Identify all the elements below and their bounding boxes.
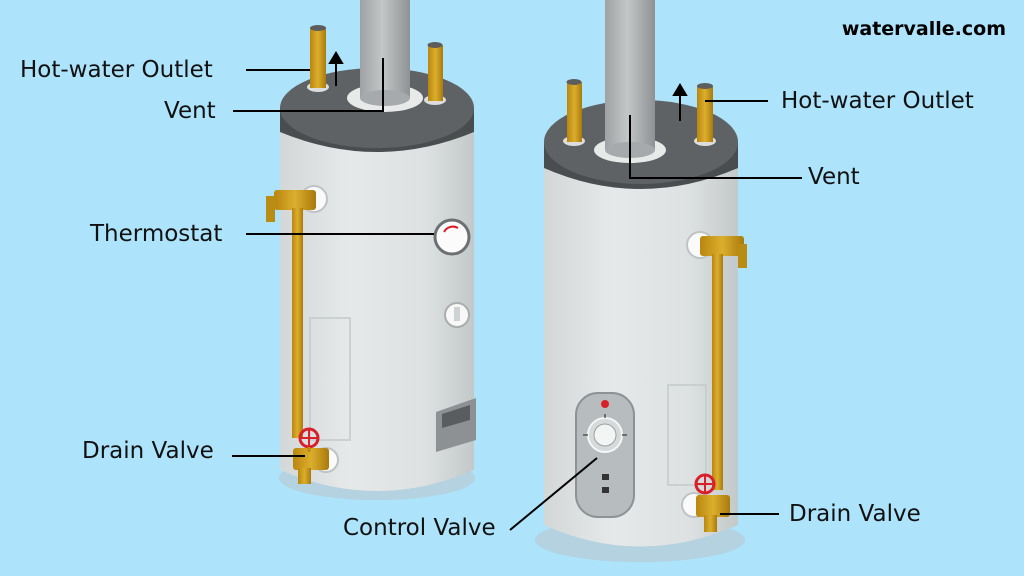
left-tank-body (280, 132, 474, 491)
right-access-panel (667, 384, 707, 486)
left-drain-valve-handle (298, 427, 320, 452)
label-left-hot-water-outlet: Hot-water Outlet (20, 57, 213, 83)
right-drain-valve-handle (694, 473, 716, 495)
label-left-drain-valve: Drain Valve (82, 438, 214, 464)
right-drain-valve-body (696, 495, 730, 517)
right-outlet-arrow-icon (672, 83, 688, 96)
right-control-panel (575, 392, 635, 518)
left-outlet-arrow-icon (328, 51, 344, 64)
leader-lines (232, 58, 802, 531)
label-right-drain-valve: Drain Valve (789, 501, 921, 527)
left-relief-valve-body (274, 190, 316, 210)
right-control-switch-1 (602, 474, 609, 480)
brand-watermark: watervalle.com (841, 18, 1006, 40)
right-tank-body (544, 168, 738, 547)
right-water-heater (535, 0, 747, 562)
right-control-switch-2 (602, 487, 609, 493)
left-relief-drain-pipe (292, 208, 303, 438)
flow-arrows (328, 51, 688, 121)
left-hot-outlet-pipe (310, 28, 326, 88)
left-access-panel (309, 317, 351, 441)
label-left-thermostat: Thermostat (90, 221, 223, 247)
leader-left-vent (233, 58, 384, 112)
left-drain-spout (298, 468, 311, 484)
leader-right-vent (629, 115, 802, 179)
right-pilot-indicator (601, 400, 609, 408)
label-right-control-valve: Control Valve (343, 515, 496, 541)
label-right-vent: Vent (808, 164, 860, 190)
right-relief-valve-body (700, 236, 744, 256)
label-left-vent: Vent (164, 98, 216, 124)
right-drain-spout (704, 515, 717, 532)
right-relief-valve-lever (738, 244, 747, 268)
right-relief-drain-pipe (712, 254, 723, 490)
left-drain-valve-body (293, 448, 329, 470)
left-water-heater (266, 0, 476, 500)
right-cold-inlet-pipe (567, 82, 582, 142)
label-right-hot-water-outlet: Hot-water Outlet (781, 88, 974, 114)
left-vent-pipe (360, 0, 410, 98)
left-relief-valve-lever (266, 196, 275, 222)
right-hot-outlet-pipe (697, 86, 713, 142)
leader-right-control (509, 457, 598, 531)
left-vent-base (360, 90, 410, 106)
left-cold-inlet-pipe (428, 45, 443, 101)
left-thermostat-dial (433, 218, 471, 256)
